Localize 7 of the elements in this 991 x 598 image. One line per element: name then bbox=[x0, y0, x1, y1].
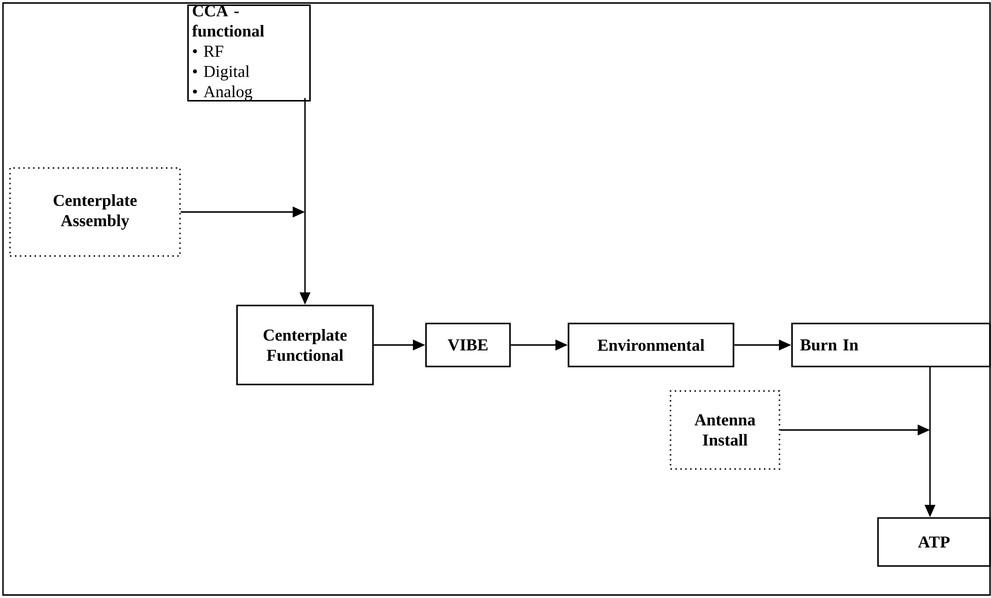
process-box: Environmental bbox=[568, 322, 734, 368]
process-box: ATP bbox=[877, 517, 991, 567]
input-box: Antenna Install bbox=[670, 390, 780, 470]
process-box: Centerplate Functional bbox=[236, 304, 374, 386]
input-box: Centerplate Assembly bbox=[9, 167, 181, 257]
process-box: VIBE bbox=[425, 322, 511, 368]
process-box: Burn In bbox=[791, 322, 991, 368]
